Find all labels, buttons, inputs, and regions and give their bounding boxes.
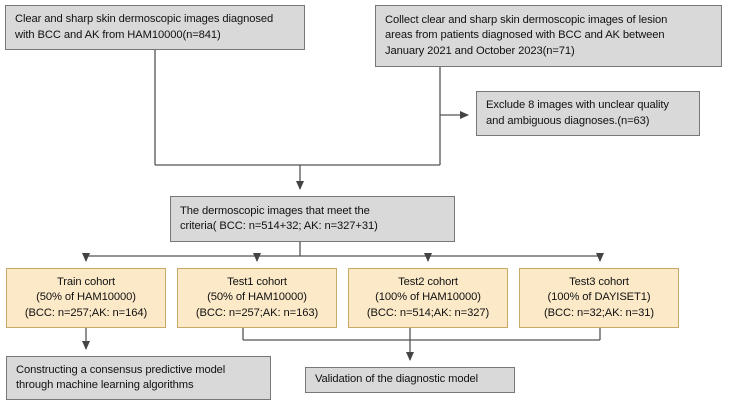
node-test2-line-2: (100% of HAM10000) xyxy=(375,291,481,304)
node-test2-line-3: (BCC: n=514;AK: n=327) xyxy=(366,306,490,319)
node-test3-line-1: Test3 cohort xyxy=(569,275,629,288)
node-test2-line-1: Test2 cohort xyxy=(398,275,458,288)
node-train-line-1: Train cohort xyxy=(56,275,116,288)
node-construct-model: Constructing a consensus predictive mode… xyxy=(6,356,271,400)
node-test3-line-3: (BCC: n=32;AK: n=31) xyxy=(544,306,654,319)
node-exclude-images: Exclude 8 images with unclear quality an… xyxy=(476,91,700,136)
node-collect-clinical-source: Collect clear and sharp skin dermoscopic… xyxy=(375,5,722,67)
node-validation-diagnostic-model: Validation of the diagnostic model xyxy=(305,367,515,393)
node-train-cohort: Train cohort (50% of HAM10000) (BCC: n=2… xyxy=(6,268,166,328)
node-test1-line-1: Test1 cohort xyxy=(227,275,287,288)
node-construct-line-2: through machine learning algorithms xyxy=(16,379,194,391)
node-ham10000-line-1: Clear and sharp skin dermoscopic images … xyxy=(15,13,274,25)
node-train-line-2: (50% of HAM10000) xyxy=(36,291,136,304)
node-train-line-3: (BCC: n=257;AK: n=164) xyxy=(24,306,148,319)
node-test1-cohort: Test1 cohort (50% of HAM10000) (BCC: n=2… xyxy=(177,268,337,328)
node-construct-line-1: Constructing a consensus predictive mode… xyxy=(16,363,226,376)
node-ham10000-source: Clear and sharp skin dermoscopic images … xyxy=(5,5,305,50)
node-exclude-line-1: Exclude 8 images with unclear quality xyxy=(486,99,669,111)
node-test3-cohort: Test3 cohort (100% of DAYISET1) (BCC: n=… xyxy=(519,268,679,328)
node-exclude-line-2: and ambiguous diagnoses.(n=63) xyxy=(486,114,650,127)
node-test1-line-3: (BCC: n=257;AK: n=163) xyxy=(195,306,319,319)
node-collect-line-1: Collect clear and sharp skin dermoscopic… xyxy=(385,13,668,26)
node-validation-line-1: Validation of the diagnostic model xyxy=(315,373,479,386)
node-images-meeting-criteria: The dermoscopic images that meet the cri… xyxy=(170,196,455,242)
node-collect-line-2: areas from patients diagnosed with BCC a… xyxy=(385,29,665,42)
node-collect-line-3: January 2021 and October 2023(n=71) xyxy=(385,44,575,57)
node-ham10000-line-2: with BCC and AK from HAM10000(n=841) xyxy=(15,28,221,41)
node-criteria-line-2: criteria( BCC: n=514+32; AK: n=327+31) xyxy=(180,220,378,232)
node-test2-cohort: Test2 cohort (100% of HAM10000) (BCC: n=… xyxy=(348,268,508,328)
node-test1-line-2: (50% of HAM10000) xyxy=(207,291,307,304)
node-test3-line-2: (100% of DAYISET1) xyxy=(547,291,651,304)
node-criteria-line-1: The dermoscopic images that meet the xyxy=(180,204,370,217)
